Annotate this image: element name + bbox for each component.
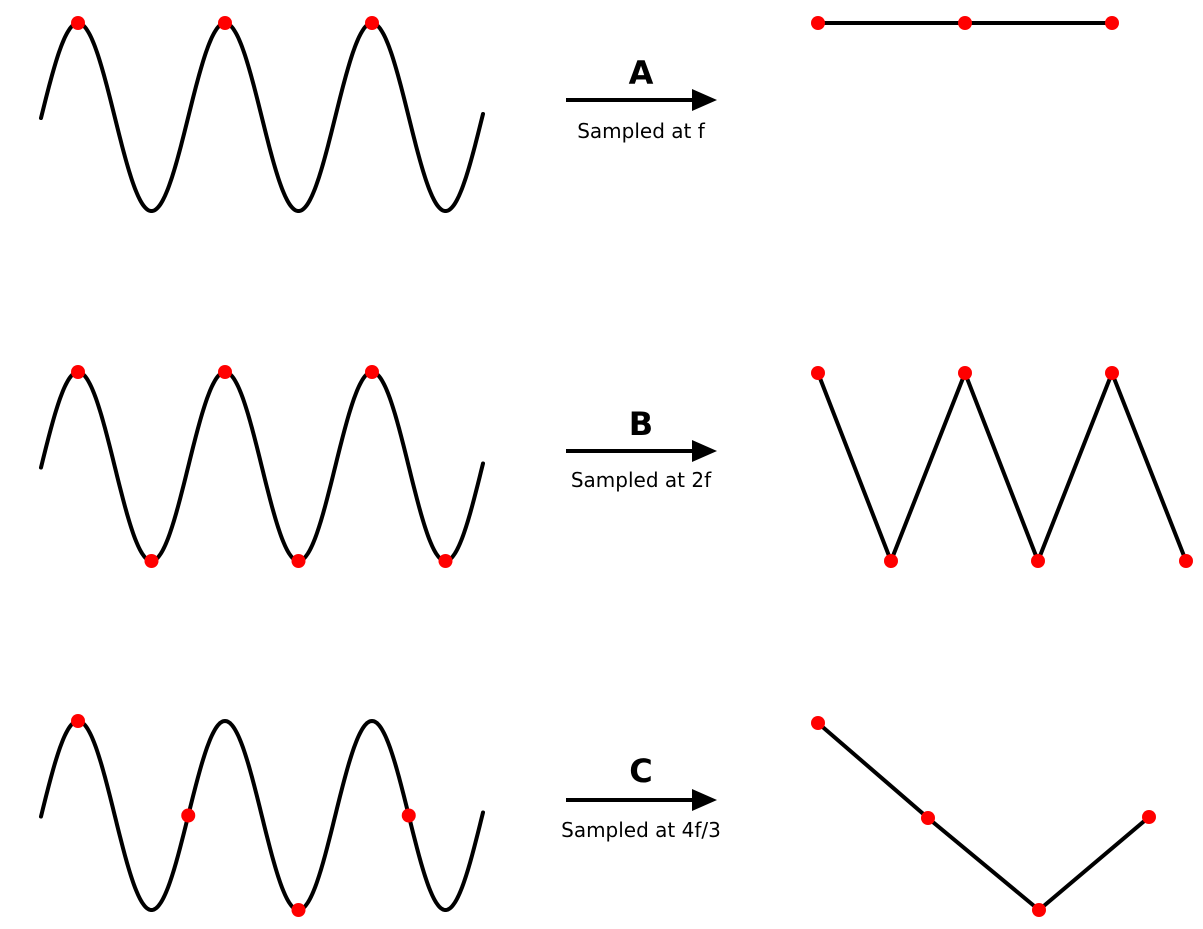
- reconstructed-point-b-6: [1179, 554, 1193, 568]
- row-caption-a: Sampled at f: [577, 119, 705, 143]
- sample-point-b-3: [218, 365, 232, 379]
- sample-point-b-4: [291, 554, 306, 568]
- reconstructed-point-b-1: [811, 366, 825, 380]
- sample-point-b-5: [365, 365, 379, 379]
- arrow-head-c: [692, 789, 717, 811]
- sample-point-b-6: [438, 554, 453, 568]
- sample-point-c-4: [401, 808, 416, 823]
- sample-point-c-2: [181, 808, 196, 823]
- sample-point-b-1: [71, 365, 85, 379]
- row-caption-b: Sampled at 2f: [570, 468, 712, 492]
- sine-wave-a: [39, 20, 485, 213]
- reconstructed-point-b-3: [958, 366, 972, 380]
- reconstructed-point-a-3: [1105, 16, 1119, 30]
- reconstructed-point-c-2: [921, 811, 935, 825]
- sine-wave-b: [39, 369, 485, 563]
- reconstructed-point-c-3: [1032, 903, 1046, 917]
- sample-point-a-1: [71, 16, 85, 30]
- row-caption-c: Sampled at 4f/3: [561, 818, 721, 842]
- row-label-c: C: [629, 752, 653, 790]
- reconstructed-point-c-1: [811, 716, 825, 730]
- sample-point-c-1: [71, 714, 85, 728]
- reconstructed-signal-c: [816, 721, 1151, 912]
- sample-point-c-3: [291, 903, 306, 917]
- reconstructed-point-b-5: [1105, 366, 1119, 380]
- sample-point-a-3: [365, 16, 379, 30]
- reconstructed-point-a-1: [811, 16, 825, 30]
- reconstructed-point-a-2: [958, 16, 972, 30]
- arrow-head-a: [692, 89, 717, 111]
- row-label-b: B: [628, 405, 654, 443]
- reconstructed-point-b-4: [1031, 554, 1045, 568]
- arrow-head-b: [692, 440, 717, 462]
- sine-wave-c: [39, 718, 485, 912]
- reconstructed-point-c-4: [1142, 810, 1156, 824]
- sample-point-b-2: [144, 554, 159, 568]
- sample-point-a-2: [218, 16, 232, 30]
- reconstructed-signal-b: [816, 371, 1188, 563]
- row-label-a: A: [628, 54, 654, 92]
- reconstructed-point-b-2: [884, 554, 898, 568]
